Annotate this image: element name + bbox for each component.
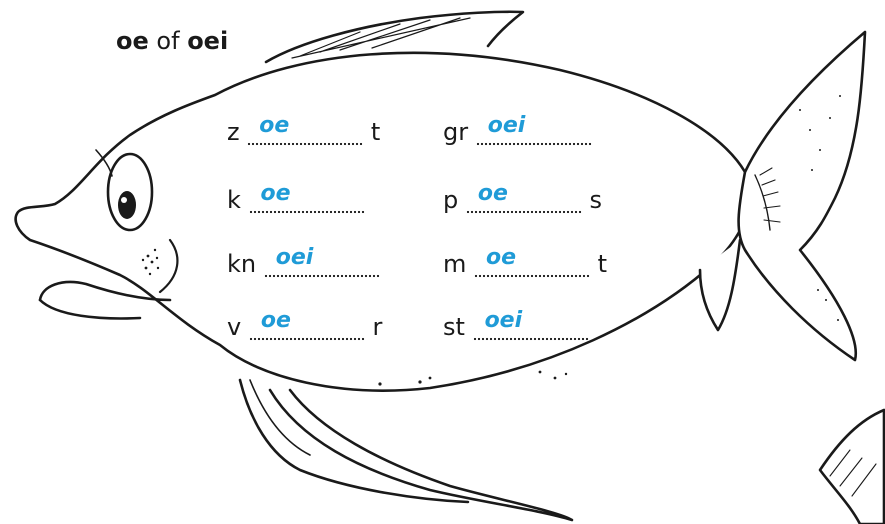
answer-text: oei [275, 245, 314, 270]
blank-field[interactable]: oe [465, 181, 582, 217]
exercise-row: z oe t [227, 113, 381, 149]
word-prefix: st [443, 313, 465, 341]
word-suffix: t [370, 118, 381, 146]
title-part1: oe [116, 27, 149, 55]
word-prefix: z [227, 118, 240, 146]
tail-fin [737, 30, 867, 362]
exercise-row: m oe t [443, 245, 608, 281]
word-prefix: m [443, 250, 467, 278]
answer-text: oei [487, 113, 526, 138]
word-prefix: p [443, 186, 459, 214]
exercise-row: st oei [443, 308, 596, 344]
blank-field[interactable]: oei [263, 245, 380, 281]
blank-field[interactable]: oe [247, 113, 364, 149]
instruction-title: oe of oei [116, 26, 228, 56]
title-part2: oei [187, 27, 229, 55]
word-prefix: gr [443, 118, 469, 146]
exercise-row: p oe s [443, 181, 603, 217]
word-suffix: s [589, 186, 603, 214]
blank-field[interactable]: oei [472, 308, 589, 344]
answer-text: oe [259, 113, 290, 138]
word-suffix: t [597, 250, 608, 278]
answer-text: oe [260, 308, 291, 333]
exercise-row: kn oei [227, 245, 387, 281]
word-prefix: k [227, 186, 241, 214]
answer-text: oe [260, 181, 291, 206]
exercise-row: gr oei [443, 113, 599, 149]
answer-text: oe [477, 181, 508, 206]
blank-field[interactable]: oe [248, 308, 365, 344]
blank-field[interactable]: oe [474, 245, 591, 281]
answer-text: oei [484, 308, 523, 333]
exercise-row: k oe [227, 181, 372, 217]
ventral-fin [238, 378, 470, 504]
blank-field[interactable]: oei [475, 113, 592, 149]
exercise-row: v oe r [227, 308, 383, 344]
word-prefix: v [227, 313, 242, 341]
answer-text: oe [486, 245, 517, 270]
word-suffix: r [372, 313, 383, 341]
blank-field[interactable]: oe [248, 181, 365, 217]
word-prefix: kn [227, 250, 257, 278]
title-joiner: of [156, 27, 180, 55]
